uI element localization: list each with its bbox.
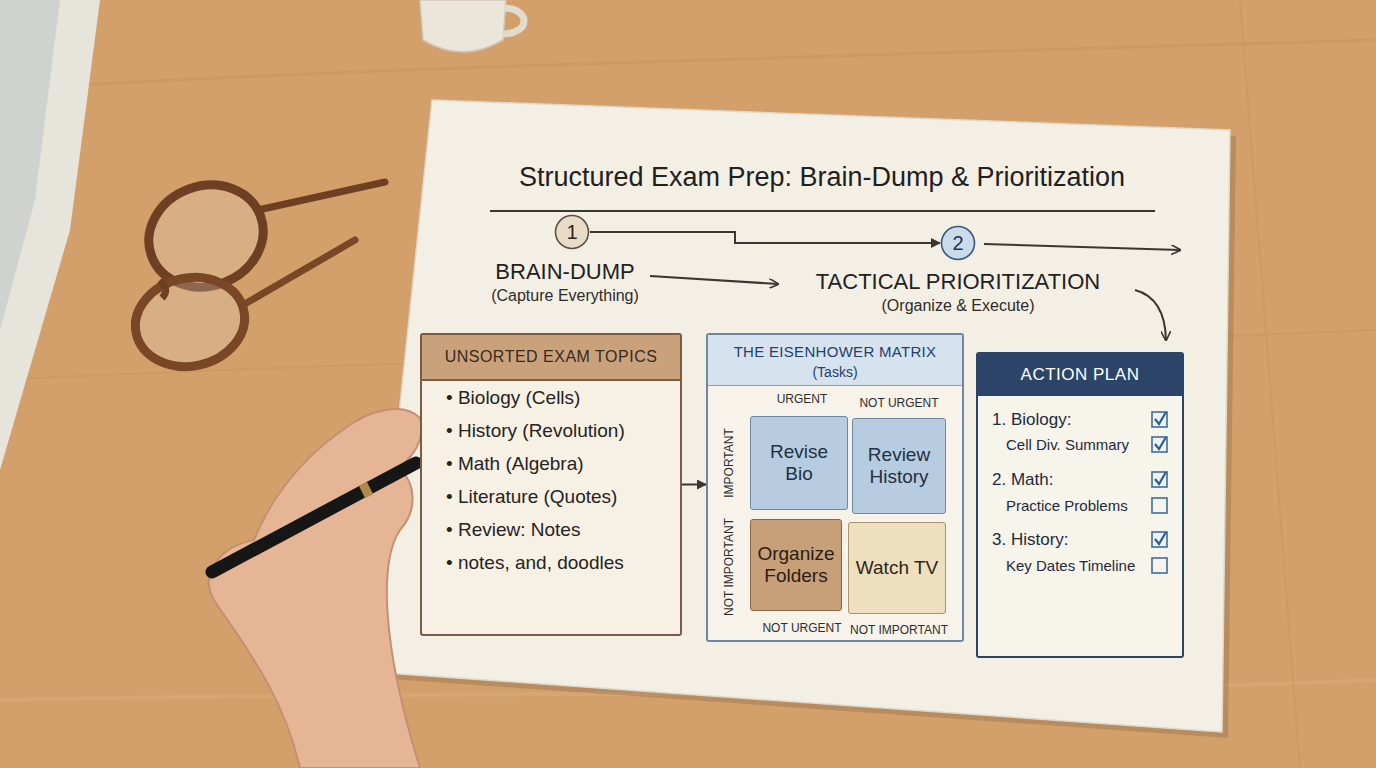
mug-handle — [502, 8, 524, 34]
box-text: NOT URGENT — [762, 622, 841, 636]
box-text: (Tasks) — [812, 364, 857, 380]
section-label: (Capture Everything) — [491, 287, 639, 305]
window-sill — [0, 0, 100, 470]
window-glass — [0, 0, 60, 330]
box-heading: Watch TV — [856, 557, 938, 579]
flow-connector — [682, 484, 706, 486]
box-heading: ACTION PLAN — [978, 354, 1182, 396]
circle-shape — [942, 227, 975, 260]
quadrant-box: Revise Bio — [750, 416, 848, 510]
box-text: NOT URGENT — [859, 397, 938, 411]
box-text: URGENT — [777, 393, 828, 407]
checkbox — [1152, 437, 1167, 452]
box-heading: Revise Bio — [755, 441, 843, 485]
section-label: TACTICAL PRIORITIZATION — [816, 269, 1100, 294]
box-heading: THE EISENHOWER MATRIX — [734, 343, 937, 360]
flow-arrow — [984, 244, 1180, 250]
checkbox — [1152, 558, 1167, 573]
box-text: 1. Biology: — [992, 410, 1071, 430]
coffee-mug — [420, 0, 506, 52]
glasses-bridge — [160, 280, 166, 298]
glasses-lens — [127, 268, 253, 377]
curved-arrow — [1135, 290, 1166, 340]
check-mark — [1155, 532, 1166, 544]
box-text: • Biology (Cells) — [446, 387, 580, 409]
writing-hand — [209, 409, 422, 768]
box-text: Cell Div. Summary — [1006, 436, 1129, 453]
check-mark — [1155, 472, 1166, 484]
box-text: • Review: Notes — [446, 519, 580, 541]
topic-list-box: UNSORTED EXAM TOPICS • Biology (Cells) • H… — [420, 333, 682, 636]
wood-grain — [1240, 0, 1300, 768]
box-heading: UNSORTED EXAM TOPICS — [422, 335, 680, 381]
box-heading: Review History — [857, 444, 941, 488]
box-text: NOT IMPORTANT — [723, 518, 737, 616]
box-text: 2. Math: — [992, 470, 1053, 490]
check-mark — [1155, 412, 1166, 424]
box-heading: Organize Folders — [755, 543, 837, 587]
wood-grain — [0, 40, 1376, 90]
glasses-temple — [243, 240, 355, 305]
paper-sheet — [372, 100, 1230, 732]
box-text: • notes, and, doodles — [446, 552, 624, 574]
matrix-box: THE EISENHOWER MATRIX (Tasks) URGENT NOT UR… — [706, 333, 964, 642]
box-heading: 2 — [952, 232, 963, 255]
step-circle: 2 — [940, 225, 976, 261]
step-circle: 1 — [554, 214, 590, 250]
section-label: (Organize & Execute) — [882, 297, 1035, 315]
box-text: • History (Revolution) — [446, 420, 625, 442]
checkbox — [1152, 532, 1167, 547]
glasses-temple — [258, 182, 385, 210]
box-text: Key Dates Timeline — [1006, 557, 1135, 574]
checkbox — [1152, 498, 1167, 513]
quadrant-box: Review History — [852, 418, 946, 514]
fountain-pen — [212, 463, 416, 572]
quadrant-box: Organize Folders — [750, 519, 842, 611]
box-text: NOT IMPORTANT — [850, 624, 948, 638]
box-text: 3. History: — [992, 530, 1069, 550]
checkbox — [1152, 472, 1167, 487]
box-text: • Math (Algebra) — [446, 453, 584, 475]
diagram-title: Structured Exam Prep: Brain-Dump & Prior… — [519, 162, 1125, 193]
box-text: IMPORTANT — [723, 428, 737, 498]
checkbox — [1152, 412, 1167, 427]
flow-arrow — [650, 276, 778, 284]
circle-shape — [556, 216, 589, 249]
box-heading: 1 — [566, 221, 577, 244]
box-text: Practice Problems — [1006, 497, 1128, 514]
pen-ring — [362, 488, 370, 492]
quadrant-box: Watch TV — [848, 522, 946, 614]
flow-connector — [590, 232, 940, 243]
box-text: • Literature (Quotes) — [446, 486, 617, 508]
title-underline — [490, 210, 1155, 212]
section-label: BRAIN-DUMP — [495, 259, 634, 284]
check-mark — [1155, 437, 1166, 449]
